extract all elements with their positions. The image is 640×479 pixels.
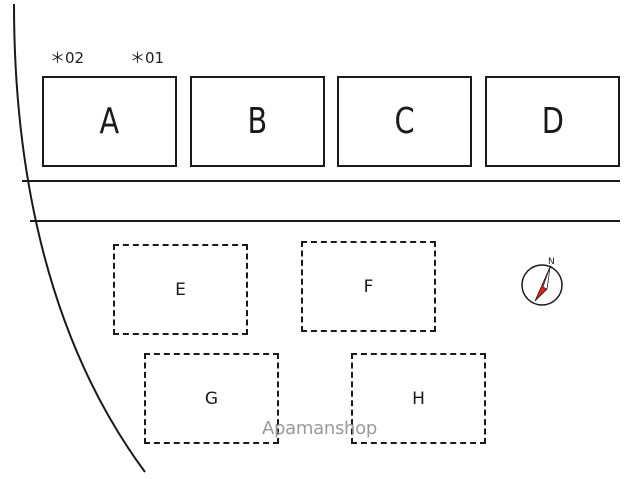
parking-space-e-label: E [175,279,186,300]
parking-space-d: D [485,76,620,167]
parking-space-d-label: D [541,101,564,142]
compass-north-label: N [548,257,555,267]
watermark-text: Apamanshop [262,418,377,439]
compass-icon: N [521,257,563,306]
parking-space-a: A [42,76,177,167]
parking-space-h-label: H [412,388,425,409]
parking-space-g: G [144,353,279,444]
curved-boundary-line [13,3,146,473]
parking-space-a-label: A [99,101,120,142]
compass-needle-shade [542,266,551,290]
parking-space-c-label: C [394,101,415,142]
note-label-02: ＊02 [50,49,85,67]
parking-space-e: E [113,244,248,335]
parking-space-f-label: F [363,276,374,297]
parking-space-b: B [190,76,325,167]
parking-space-c: C [337,76,472,167]
parking-space-g-label: G [204,388,219,409]
parking-space-h: H [351,353,486,444]
parking-space-f: F [301,241,436,332]
parking-space-b-label: B [247,101,268,142]
note-label-01: ＊01 [130,49,165,67]
